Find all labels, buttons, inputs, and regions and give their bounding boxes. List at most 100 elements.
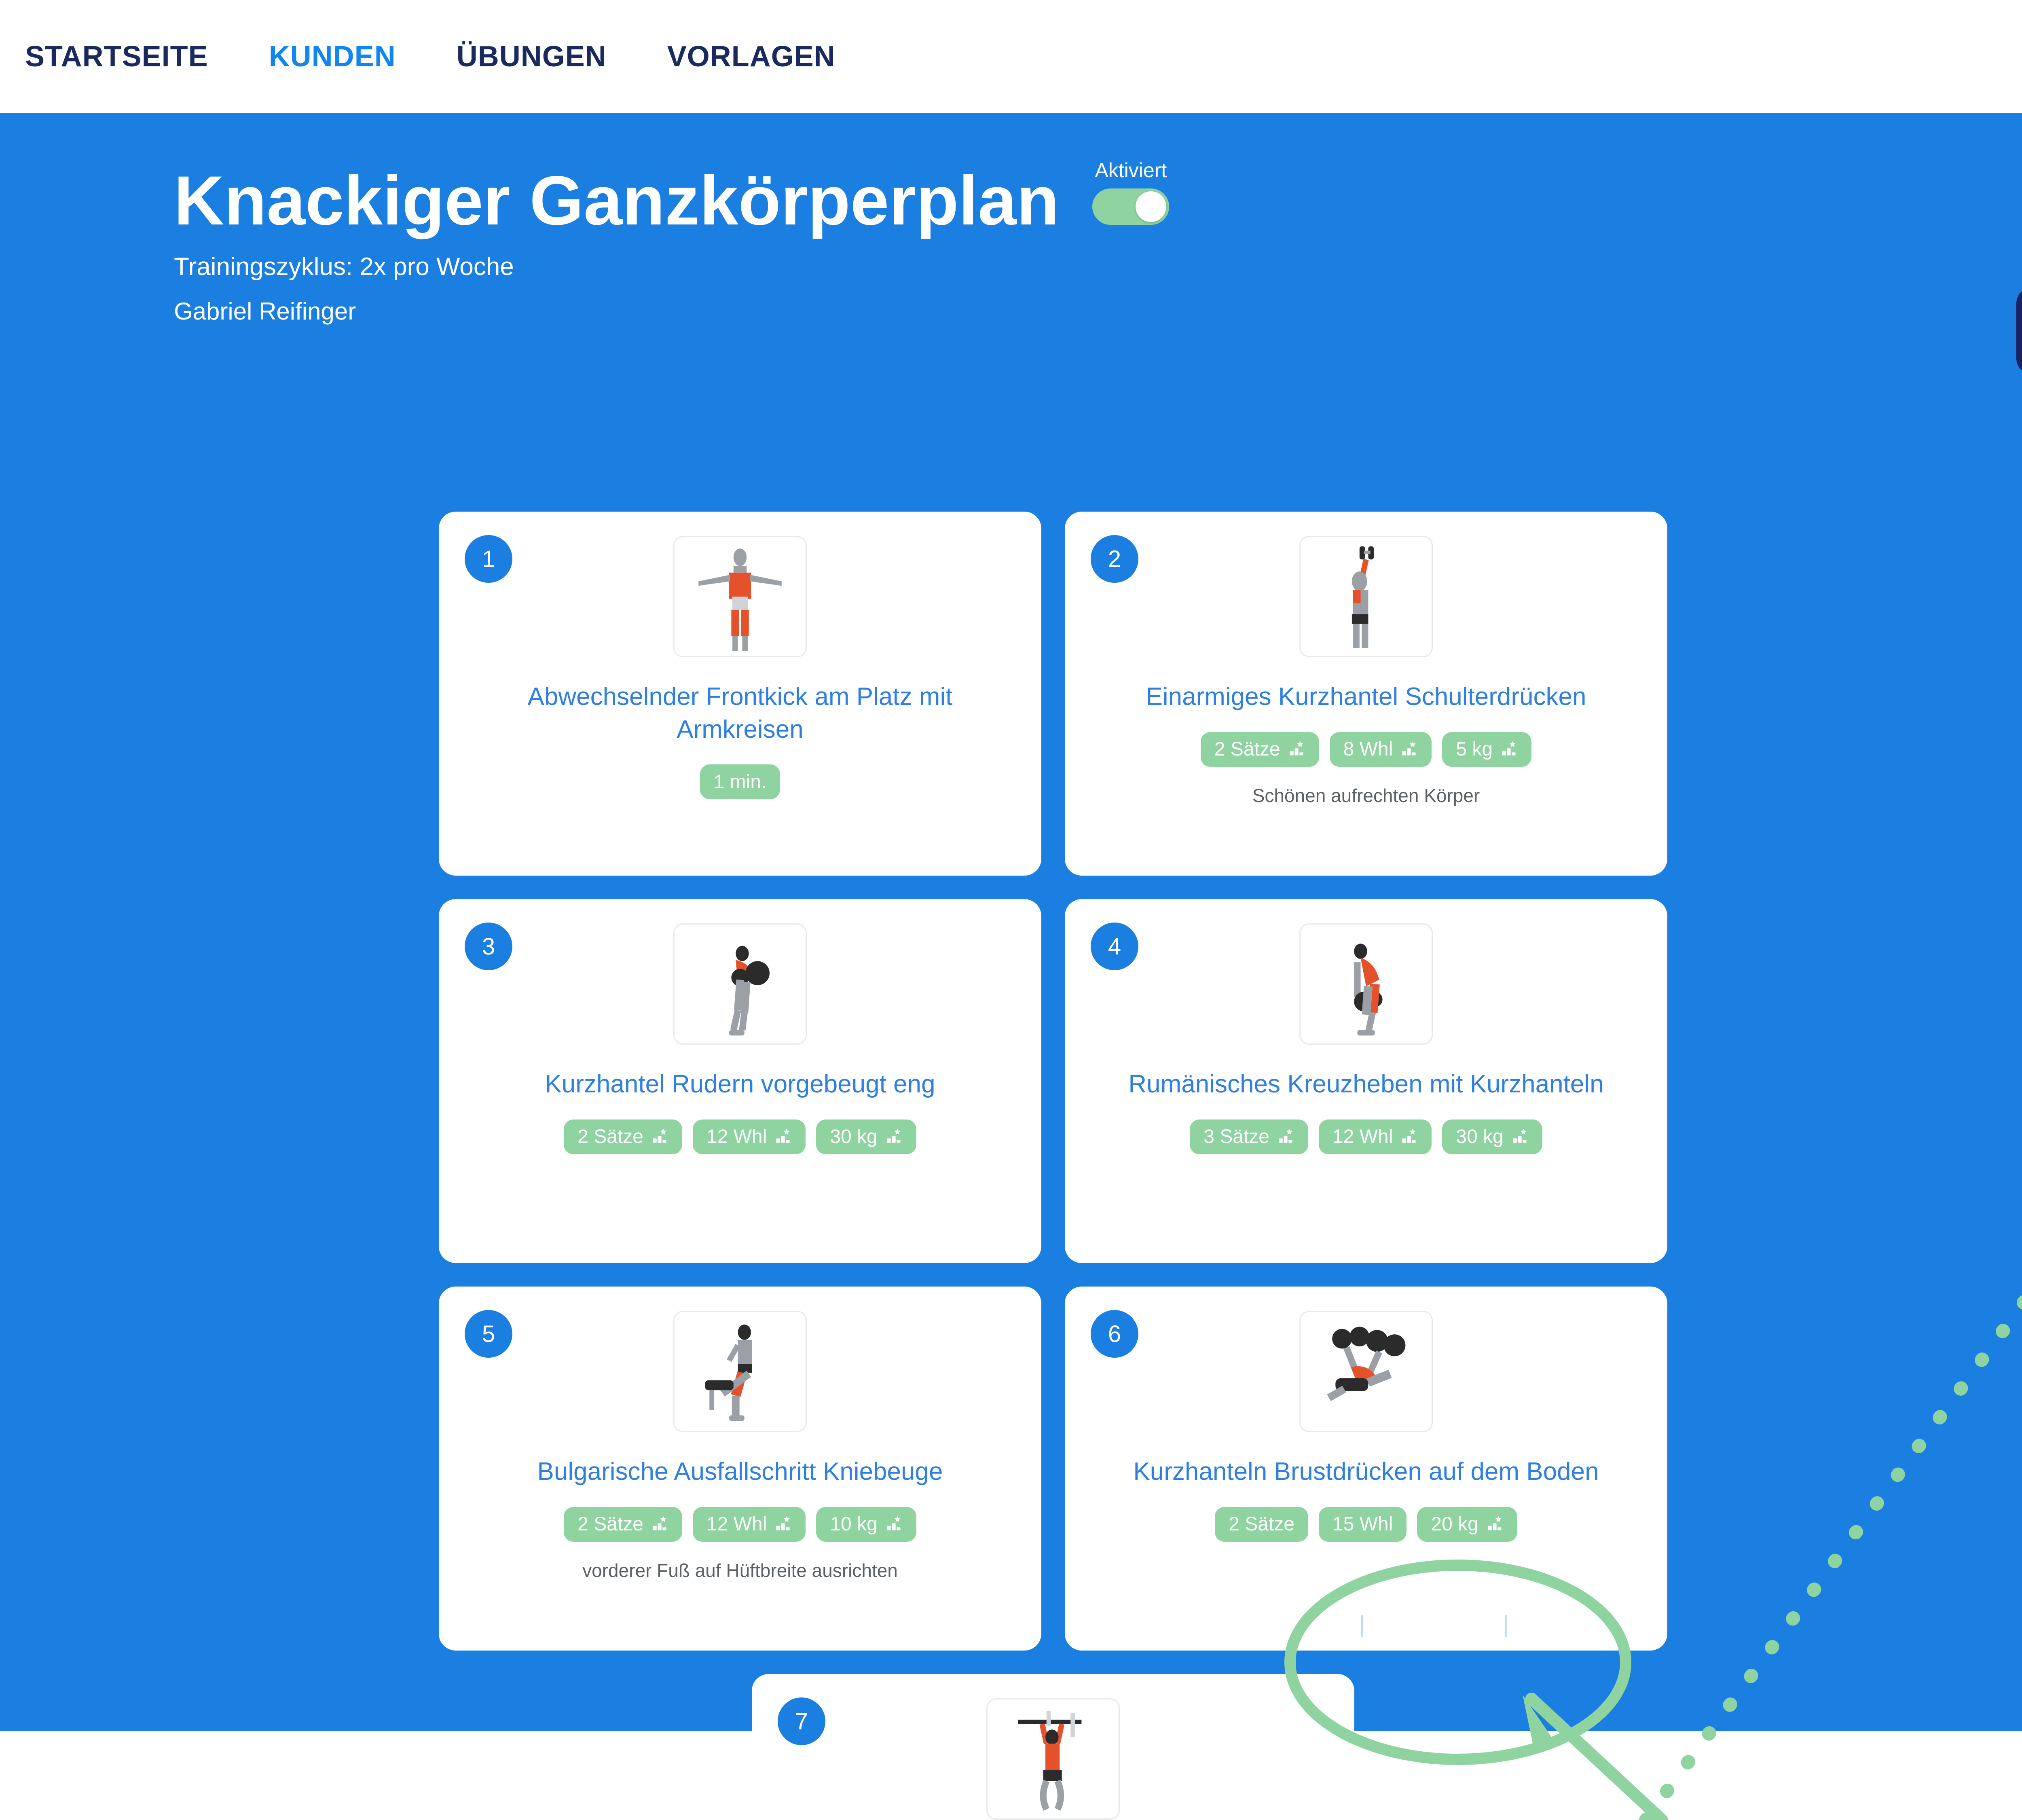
exercise-badges: 2 Sätze 12 Whl 10 kg xyxy=(564,1507,916,1542)
podium-star-icon xyxy=(1277,1128,1294,1146)
exercise-badge: 30 kg xyxy=(816,1119,916,1154)
print-button[interactable]: DRUCKEN xyxy=(1371,1603,1497,1646)
exercise-badge: 1 min. xyxy=(700,764,780,800)
footer-divider-2: | xyxy=(1502,1611,1509,1638)
delete-button[interactable]: LÖSCHEN xyxy=(1524,1613,1629,1636)
podium-star-icon xyxy=(774,1128,792,1146)
exercise-thumbnail xyxy=(1299,1311,1433,1432)
exercise-card[interactable]: 2 Einarmiges Kurzhantel Schulterdrücken … xyxy=(1065,512,1667,876)
podium-star-icon xyxy=(1511,1128,1529,1146)
preview-button[interactable]: VORSCHAU xyxy=(2016,287,2022,375)
exercise-card[interactable]: 5 Bulgarische Ausfallschritt Kniebeuge 2… xyxy=(439,1287,1041,1651)
exercise-badge: 20 kg xyxy=(1417,1507,1517,1542)
badge-label: 30 kg xyxy=(1456,1126,1504,1148)
badge-label: 12 Whl xyxy=(706,1126,767,1148)
exercise-thumbnail xyxy=(1299,923,1433,1045)
exercise-badge: 30 kg xyxy=(1442,1119,1542,1154)
exercise-badges: 2 Sätze 8 Whl 5 kg xyxy=(1200,732,1532,767)
exercise-badge: 2 Sätze xyxy=(1215,1507,1308,1542)
plan-header: Knackiger Ganzkörperplan Aktiviert Train… xyxy=(0,113,2022,325)
exercise-badge: 10 kg xyxy=(816,1507,916,1542)
plan-footer: maximale Vorlagen erreicht | DRUCKEN | L… xyxy=(0,1603,2022,1646)
nav-item-uebungen[interactable]: ÜBUNGEN xyxy=(456,40,607,73)
nav-item-startseite[interactable]: STARTSEITE xyxy=(25,40,208,73)
exercise-title[interactable]: Kurzhanteln Brustdrücken auf dem Boden xyxy=(1133,1458,1599,1486)
exercise-badges: 1 min. xyxy=(700,764,780,800)
exercise-title[interactable]: Abwechselnder Frontkick am Platz mit Arm… xyxy=(527,683,953,743)
podium-star-icon xyxy=(1486,1515,1504,1533)
exercise-title[interactable]: Rumänisches Kreuzheben mit Kurzhanteln xyxy=(1128,1070,1604,1098)
exercise-title[interactable]: Bulgarische Ausfallschritt Kniebeuge xyxy=(537,1458,943,1486)
badge-label: 2 Sätze xyxy=(577,1126,643,1148)
plan-panel: Knackiger Ganzkörperplan Aktiviert Train… xyxy=(0,113,2022,1820)
badge-label: 2 Sätze xyxy=(577,1513,643,1535)
exercise-badge: 2 Sätze xyxy=(1200,732,1319,767)
exercise-badge: 12 Whl xyxy=(692,1507,806,1542)
exercise-thumbnail xyxy=(1299,536,1433,657)
max-templates-note: maximale Vorlagen erreicht xyxy=(1089,1613,1344,1636)
exercise-number: 5 xyxy=(465,1310,512,1358)
footer-divider-1: | xyxy=(1359,1611,1365,1638)
exercise-card[interactable]: 6 Kurzhanteln Brustdrücken auf dem Boden… xyxy=(1065,1287,1667,1651)
exercise-badge: 12 Whl xyxy=(1318,1119,1432,1154)
exercise-number: 2 xyxy=(1091,535,1138,583)
nav-links: STARTSEITE KUNDEN ÜBUNGEN VORLAGEN xyxy=(25,40,835,73)
exercise-badges: 3 Sätze 12 Whl 30 kg xyxy=(1190,1119,1542,1154)
podium-star-icon xyxy=(774,1515,792,1533)
badge-label: 15 Whl xyxy=(1332,1513,1393,1535)
exercise-badge: 5 kg xyxy=(1442,732,1532,767)
exercise-number: 4 xyxy=(1091,923,1138,970)
exercise-thumbnail xyxy=(673,536,807,657)
page-title: Knackiger Ganzkörperplan xyxy=(174,162,1059,239)
badge-label: 20 kg xyxy=(1431,1513,1478,1535)
exercise-number: 1 xyxy=(465,535,512,583)
podium-star-icon xyxy=(1500,741,1518,758)
badge-label: 2 Sätze xyxy=(1229,1513,1294,1535)
badge-label: 12 Whl xyxy=(706,1513,767,1535)
exercise-note: Schönen aufrechten Körper xyxy=(1252,785,1480,806)
plan-client-name: Gabriel Reifinger xyxy=(174,298,356,325)
exercise-card[interactable]: 1 Abwechselnder Frontkick am Platz mit A… xyxy=(439,512,1041,876)
badge-label: 30 kg xyxy=(830,1126,878,1148)
exercise-title[interactable]: Einarmiges Kurzhantel Schulterdrücken xyxy=(1146,683,1586,711)
exercise-badge: 8 Whl xyxy=(1329,732,1432,767)
exercise-thumbnail xyxy=(986,1698,1120,1820)
podium-star-icon xyxy=(1400,741,1418,758)
badge-label: 5 kg xyxy=(1456,739,1493,760)
nav-item-vorlagen[interactable]: VORLAGEN xyxy=(667,40,835,73)
exercise-thumbnail xyxy=(673,1311,807,1432)
badge-label: 12 Whl xyxy=(1332,1126,1393,1148)
exercise-note: vorderer Fuß auf Hüftbreite ausrichten xyxy=(582,1560,898,1581)
exercise-number: 3 xyxy=(465,923,512,970)
exercise-card[interactable]: 3 Kurzhantel Rudern vorgebeugt eng 2 Sät… xyxy=(439,899,1041,1263)
podium-star-icon xyxy=(1400,1128,1418,1146)
podium-star-icon xyxy=(1288,741,1305,758)
exercise-badges: 2 Sätze 12 Whl 30 kg xyxy=(564,1119,916,1154)
podium-star-icon xyxy=(651,1128,668,1146)
badge-label: 8 Whl xyxy=(1343,739,1393,760)
plan-action-buttons: VORSCHAU BEARBEITEN xyxy=(2016,287,2022,375)
exercise-number: 6 xyxy=(1091,1310,1138,1358)
exercise-badge: 15 Whl xyxy=(1318,1507,1407,1542)
badge-label: 1 min. xyxy=(713,771,767,793)
podium-star-icon xyxy=(651,1515,668,1533)
exercise-badge: 2 Sätze xyxy=(564,1507,682,1542)
toggle-label: Aktiviert xyxy=(1095,159,1167,182)
exercise-badges: 2 Sätze 15 Whl 20 kg xyxy=(1215,1507,1517,1542)
training-cycle-text: Trainingszyklus: 2x pro Woche xyxy=(174,253,514,281)
exercise-thumbnail xyxy=(673,923,807,1045)
activated-toggle-group: Aktiviert xyxy=(1092,159,1170,225)
podium-star-icon xyxy=(885,1128,903,1146)
exercise-badge: 2 Sätze xyxy=(564,1119,682,1154)
exercise-number: 7 xyxy=(778,1697,825,1745)
badge-label: 10 kg xyxy=(830,1513,878,1535)
exercise-grid: 1 Abwechselnder Frontkick am Platz mit A… xyxy=(439,512,1701,1820)
exercise-badge: 12 Whl xyxy=(692,1119,806,1154)
exercise-card[interactable]: 4 Rumänisches Kreuzheben mit Kurzhanteln… xyxy=(1065,899,1667,1263)
nav-item-kunden[interactable]: KUNDEN xyxy=(269,40,396,73)
exercise-badge: 3 Sätze xyxy=(1190,1119,1308,1154)
top-navigation-bar: STARTSEITE KUNDEN ÜBUNGEN VORLAGEN xyxy=(0,0,2022,113)
exercise-card[interactable]: 7 Klimmzug mit Obergriff 2 Sätze xyxy=(752,1674,1354,1820)
activated-toggle[interactable] xyxy=(1092,188,1170,225)
exercise-title[interactable]: Kurzhantel Rudern vorgebeugt eng xyxy=(545,1070,935,1098)
